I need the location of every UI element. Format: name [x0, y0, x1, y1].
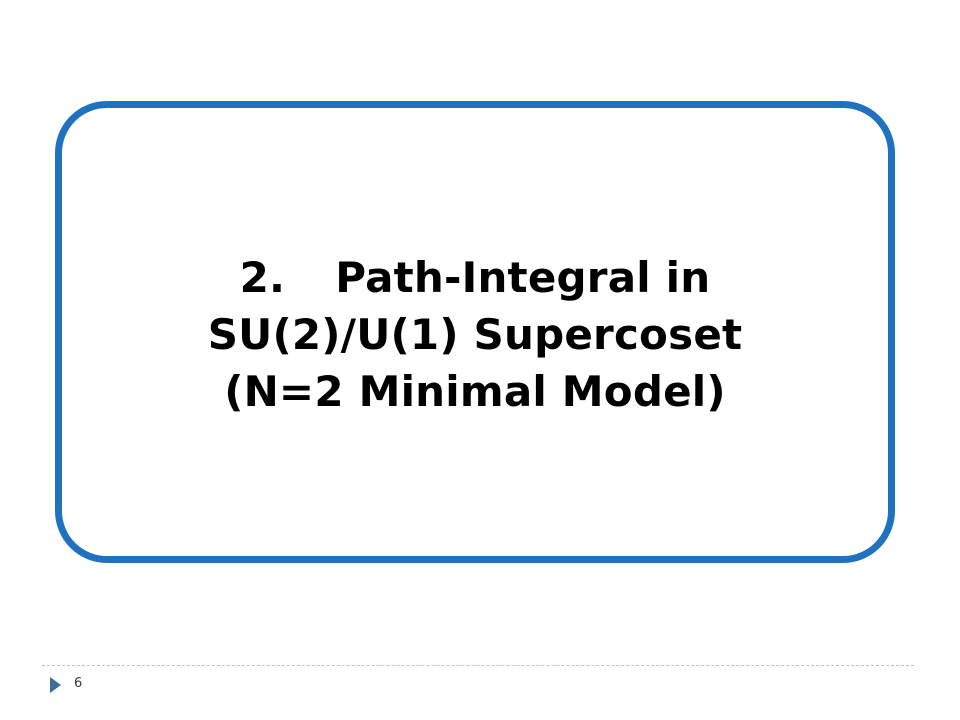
section-number: 2. — [239, 252, 286, 302]
title-line-1: 2. Path-Integral in — [208, 249, 743, 306]
page-number: 6 — [74, 676, 83, 691]
footer-divider — [42, 665, 914, 666]
slide-title: 2. Path-Integral in SU(2)/U(1) Supercoset… — [208, 249, 743, 420]
title-line-2: SU(2)/U(1) Supercoset — [207, 309, 743, 359]
title-text-1: Path-Integral in — [335, 252, 711, 302]
triangle-right-icon — [50, 677, 61, 693]
title-frame: 2. Path-Integral in SU(2)/U(1) Supercoset… — [55, 101, 895, 563]
title-line-3: (N=2 Minimal Model) — [224, 366, 726, 416]
